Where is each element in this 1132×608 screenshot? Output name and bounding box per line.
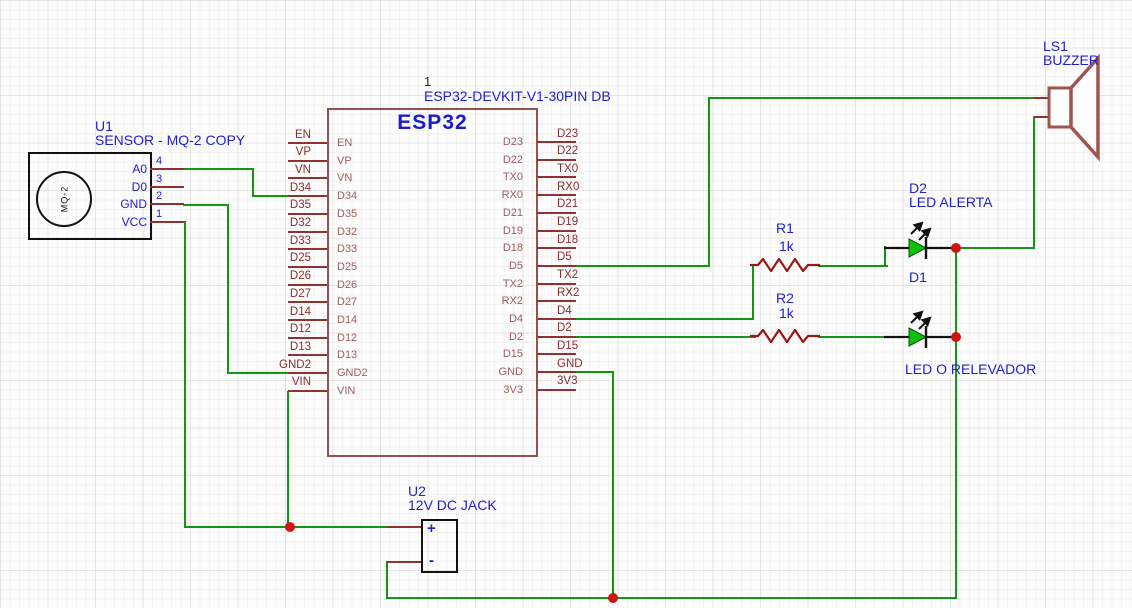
- buzzer-stub-2: [1034, 116, 1050, 118]
- led2-label: LED O RELEVADOR: [905, 361, 1037, 377]
- buzzer-name: BUZZER: [1043, 52, 1099, 68]
- buzzer-refdes: LS1: [1043, 38, 1068, 54]
- junction-dot: [951, 243, 961, 253]
- wire-minus-v: [386, 561, 388, 599]
- r2-refdes: R2: [776, 290, 794, 306]
- wire-vcc-v: [184, 221, 186, 528]
- wire-vin-v: [287, 391, 289, 528]
- wire-a0-v: [252, 168, 254, 197]
- esp32-title: ESP32: [397, 111, 468, 134]
- jack-plus-label: +: [427, 520, 436, 537]
- wire-buzzer-led: [955, 247, 1035, 249]
- led1-alt-refdes: D1: [909, 269, 927, 285]
- wire-gnd-v: [227, 204, 229, 374]
- wire-gnd-gnd2: [227, 372, 290, 374]
- led-symbol: [884, 310, 956, 348]
- wire-a0-h: [184, 168, 254, 170]
- jack-minus-stub: [387, 561, 423, 563]
- esp32-part-name: ESP32-DEVKIT-V1-30PIN DB: [424, 88, 611, 104]
- r2-value: 1k: [779, 305, 794, 321]
- resistor-symbol: [750, 329, 820, 343]
- wire-d4-r1: [752, 264, 754, 320]
- r1-refdes: R1: [776, 220, 794, 236]
- wire-r2-led2: [818, 336, 886, 338]
- led-symbol: [884, 221, 956, 259]
- wire-d4-h: [576, 318, 754, 320]
- wire-right-bus: [955, 247, 957, 599]
- wire-espgnd-v: [612, 371, 614, 599]
- junction-dot: [285, 522, 295, 532]
- wire-r1-led1-v: [884, 246, 886, 267]
- sensor-body: [28, 152, 152, 240]
- wire-bottom-bus: [386, 597, 957, 599]
- wire-a0-d34: [252, 195, 290, 197]
- wire-r1-led1: [818, 265, 888, 267]
- sensor-circle: MQ-2: [36, 171, 92, 227]
- jack-body: [421, 519, 458, 573]
- wire-espgnd-h: [556, 371, 613, 373]
- led1-name: LED ALERTA: [909, 194, 993, 210]
- junction-dot: [608, 593, 618, 603]
- jack-name: 12V DC JACK: [408, 497, 497, 513]
- wire-d2-r2: [576, 336, 756, 338]
- wire-d5-h: [576, 265, 709, 267]
- buzzer-stub-1: [1034, 97, 1050, 99]
- esp32-pin-number: 1: [424, 74, 432, 89]
- resistor-symbol: [750, 258, 820, 272]
- jack-refdes: U2: [408, 483, 426, 499]
- wire-buzzer-top: [708, 97, 1035, 99]
- wire-d5-v: [708, 97, 710, 267]
- jack-minus-label: -: [429, 552, 434, 569]
- sensor-refdes: U1: [95, 118, 113, 134]
- r1-value: 1k: [779, 238, 794, 254]
- wire-buzzer-down: [1033, 116, 1035, 249]
- jack-plus-stub: [387, 526, 423, 528]
- sensor-name: SENSOR - MQ-2 COPY: [95, 132, 246, 148]
- speaker-icon: [1047, 53, 1100, 162]
- esp32-body: [327, 108, 538, 457]
- led1-refdes: D2: [909, 180, 927, 196]
- junction-dot: [951, 332, 961, 342]
- wire-gnd-h: [183, 204, 229, 206]
